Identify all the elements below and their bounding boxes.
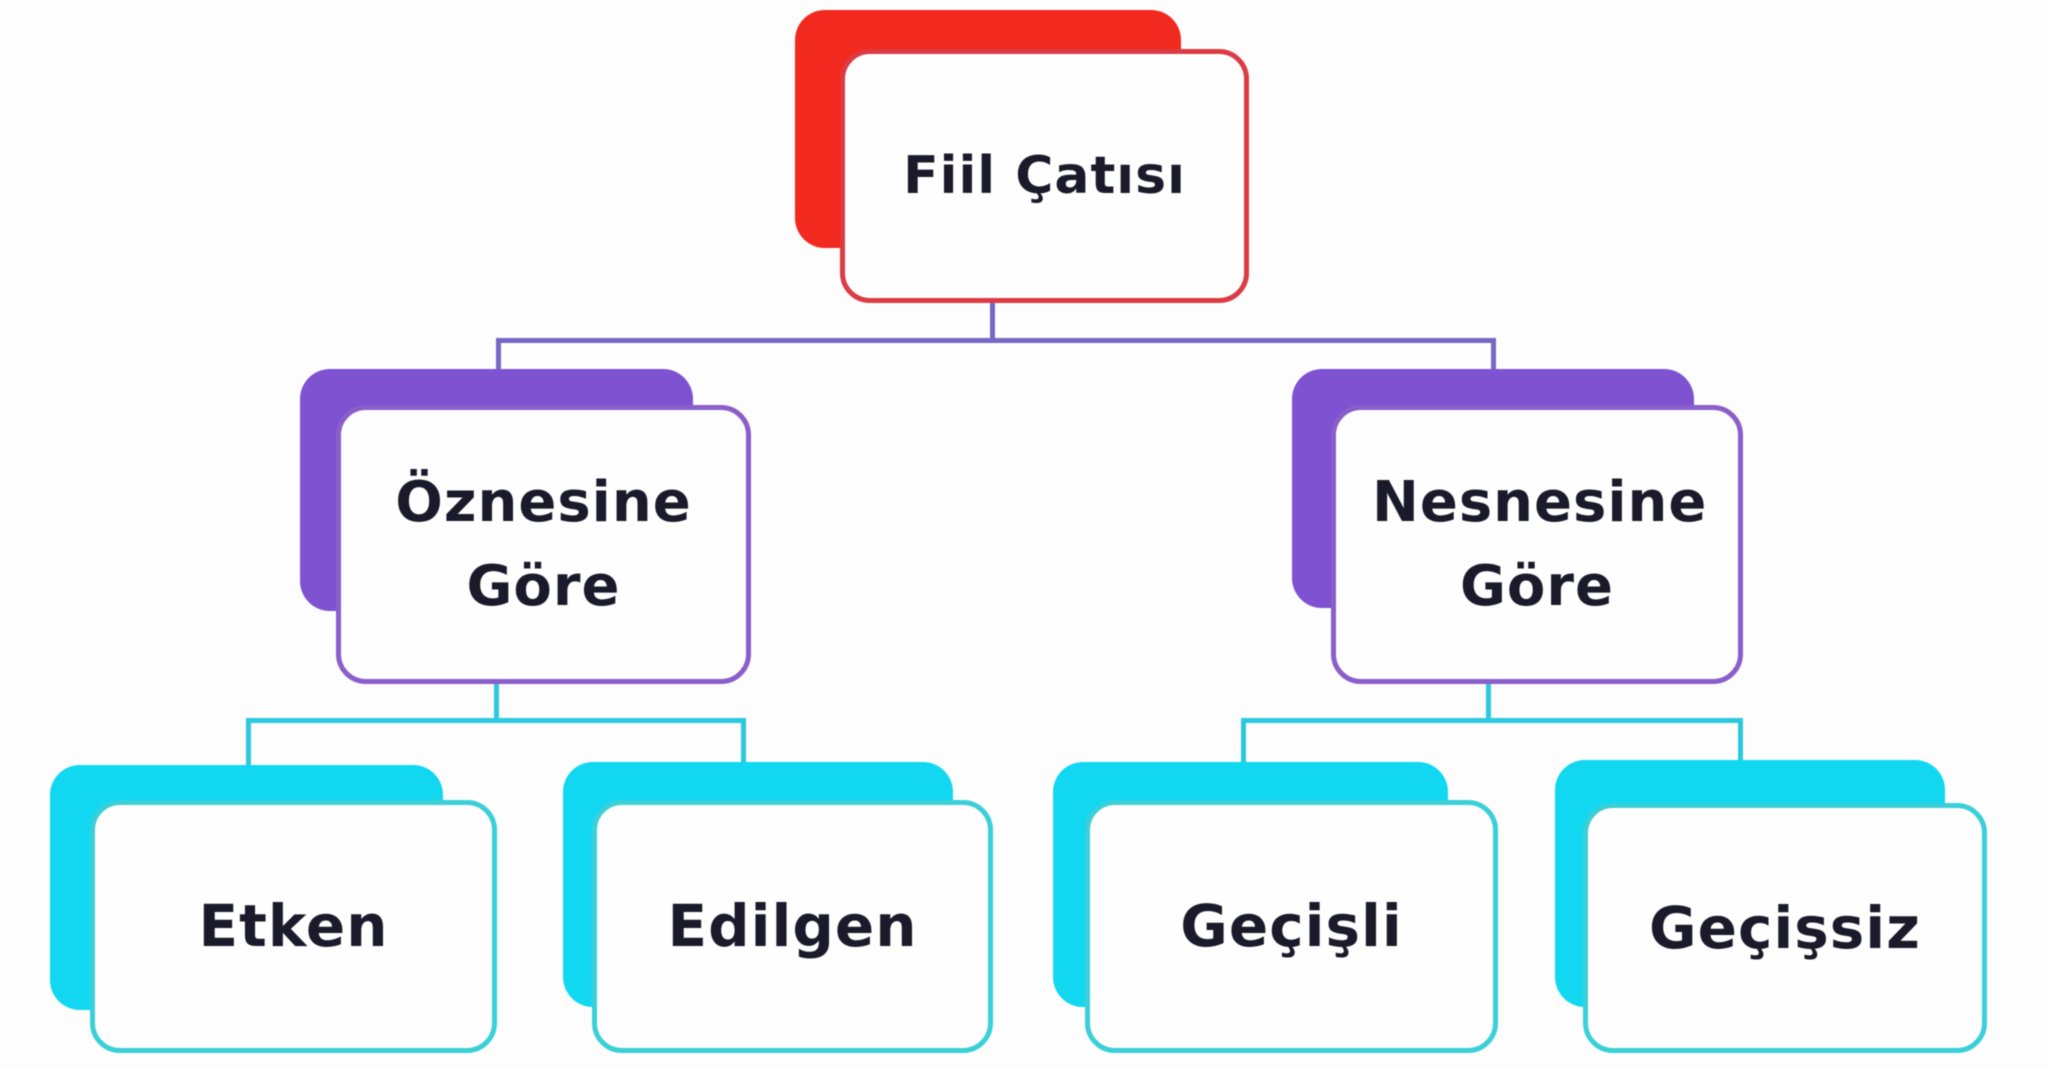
node-oznesine-gore: Öznesine Göre <box>300 369 751 684</box>
node-nesnesine-gore: Nesnesine Göre <box>1292 369 1743 684</box>
node-fiil-catisi: Fiil Çatısı <box>795 10 1249 303</box>
connector-root-stem <box>990 300 995 342</box>
connector-oznesine-stem <box>494 680 499 722</box>
node-fiil-catisi-label: Fiil Çatısı <box>903 146 1186 206</box>
node-edilgen: Edilgen <box>563 762 1003 1057</box>
connector-root-right-drop <box>1491 338 1496 371</box>
node-oznesine-gore-label: Öznesine Göre <box>395 469 692 619</box>
node-nesnesine-gore-card: Nesnesine Göre <box>1331 405 1743 684</box>
node-gecisli: Geçişli <box>1053 762 1503 1057</box>
node-etken-label: Etken <box>198 892 389 960</box>
connector-root-horizontal <box>496 338 1496 343</box>
node-gecissiz-card: Geçişsiz <box>1583 803 1987 1053</box>
node-gecissiz-label: Geçişsiz <box>1649 893 1921 962</box>
node-oznesine-gore-card: Öznesine Göre <box>336 405 751 684</box>
node-edilgen-label: Edilgen <box>667 892 918 960</box>
connector-nesnesine-right-drop <box>1738 718 1743 762</box>
node-etken: Etken <box>50 762 497 1057</box>
node-edilgen-card: Edilgen <box>592 800 993 1053</box>
node-gecisli-card: Geçişli <box>1085 800 1498 1053</box>
node-gecissiz: Geçişsiz <box>1555 760 1991 1057</box>
connector-oznesine-left-drop <box>246 718 251 767</box>
connector-oznesine-right-drop <box>741 718 746 764</box>
node-etken-card: Etken <box>90 800 497 1053</box>
connector-nesnesine-stem <box>1486 680 1491 722</box>
connector-nesnesine-horizontal <box>1241 718 1743 723</box>
connector-nesnesine-left-drop <box>1241 718 1246 764</box>
connector-root-left-drop <box>496 338 501 371</box>
connector-oznesine-horizontal <box>246 718 746 723</box>
node-fiil-catisi-card: Fiil Çatısı <box>840 49 1249 303</box>
node-nesnesine-gore-label: Nesnesine Göre <box>1372 469 1708 619</box>
node-gecisli-label: Geçişli <box>1180 892 1403 960</box>
